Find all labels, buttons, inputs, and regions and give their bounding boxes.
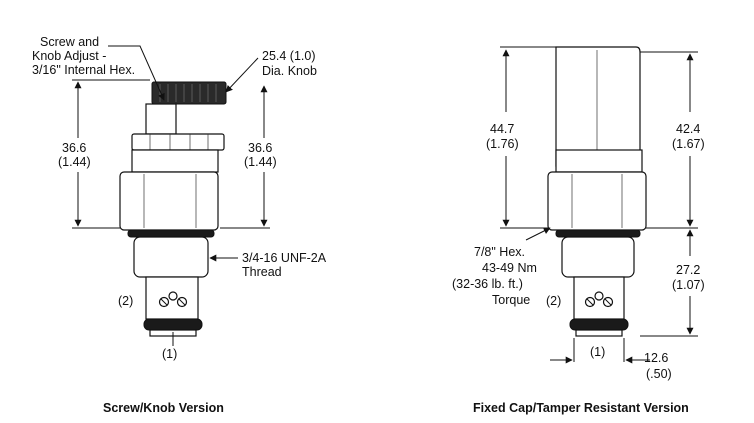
left-caption: Screw/Knob Version [103,401,224,415]
upper-height-value: 42.4 [676,122,700,136]
hex-label-line4: Torque [492,293,530,307]
port-1-label: (1) [162,347,177,361]
left-height-value: 36.6 [62,141,86,155]
left-labels: Screw and Knob Adjust - 3/16" Internal H… [32,35,327,415]
lower-height-inches: (1.07) [672,278,705,292]
lower-height-value: 27.2 [676,263,700,277]
hex-label-line3: (32-36 lb. ft.) [452,277,523,291]
right-caption: Fixed Cap/Tamper Resistant Version [473,401,689,415]
port-2-label: (2) [118,294,133,308]
left-valve-drawing [119,81,227,337]
port-1-label: (1) [590,345,605,359]
cap-height-inches: (1.76) [486,137,519,151]
adjust-label-line1: Screw and [40,35,99,49]
adjust-label-line2: Knob Adjust - [32,49,106,63]
right-height-inches: (1.44) [244,155,277,169]
adjust-label-line3: 3/16" Internal Hex. [32,63,135,77]
width-dim-value: 12.6 [644,351,668,365]
left-height-inches: (1.44) [58,155,91,169]
hex-label-line2: 43-49 Nm [482,261,537,275]
right-labels: 44.7 (1.76) 42.4 (1.67) 27.2 (1.07) 7/8"… [452,122,705,415]
right-dimension-lines [500,46,698,364]
right-height-value: 36.6 [248,141,272,155]
knob-dim-line2: Dia. Knob [262,64,317,78]
left-dimension-lines [72,45,270,346]
cap-height-value: 44.7 [490,122,514,136]
port-2-label: (2) [546,294,561,308]
upper-height-inches: (1.67) [672,137,705,151]
right-valve-drawing [547,46,647,337]
hex-label-line1: 7/8" Hex. [474,245,525,259]
thread-label-line2: Thread [242,265,282,279]
thread-label-line1: 3/4-16 UNF-2A [242,251,327,265]
knob-dim-line1: 25.4 (1.0) [262,49,316,63]
width-dim-inches: (.50) [646,367,672,381]
